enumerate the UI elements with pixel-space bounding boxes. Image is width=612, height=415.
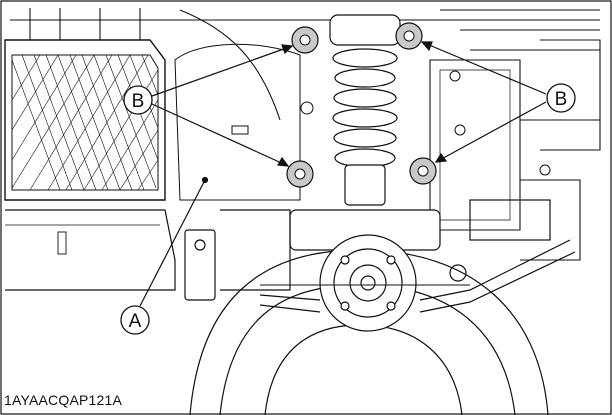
small-fasteners bbox=[231, 70, 551, 176]
leader-lines bbox=[139, 41, 547, 307]
callout-b-left-label: B bbox=[132, 91, 145, 112]
wheel-hub bbox=[260, 209, 470, 332]
figure-code: 1AYAACQAP121A bbox=[4, 392, 123, 408]
cover-panel bbox=[174, 43, 301, 201]
callout-b-right: B bbox=[546, 83, 576, 113]
upper-frame bbox=[10, 8, 601, 261]
radiator-grille bbox=[4, 39, 176, 291]
callout-b-right-label: B bbox=[555, 89, 568, 110]
bolt-bottom-right bbox=[409, 157, 437, 185]
lower-arm bbox=[184, 199, 576, 313]
callout-a-label: A bbox=[129, 311, 142, 332]
mounting-bolts bbox=[286, 22, 437, 188]
coil-spring bbox=[329, 14, 401, 206]
callout-b-left: B bbox=[123, 85, 153, 115]
bolt-top-left bbox=[291, 26, 319, 54]
bolt-top-right bbox=[395, 22, 423, 50]
bolt-bottom-left bbox=[286, 160, 314, 188]
callout-a: A bbox=[120, 305, 150, 335]
